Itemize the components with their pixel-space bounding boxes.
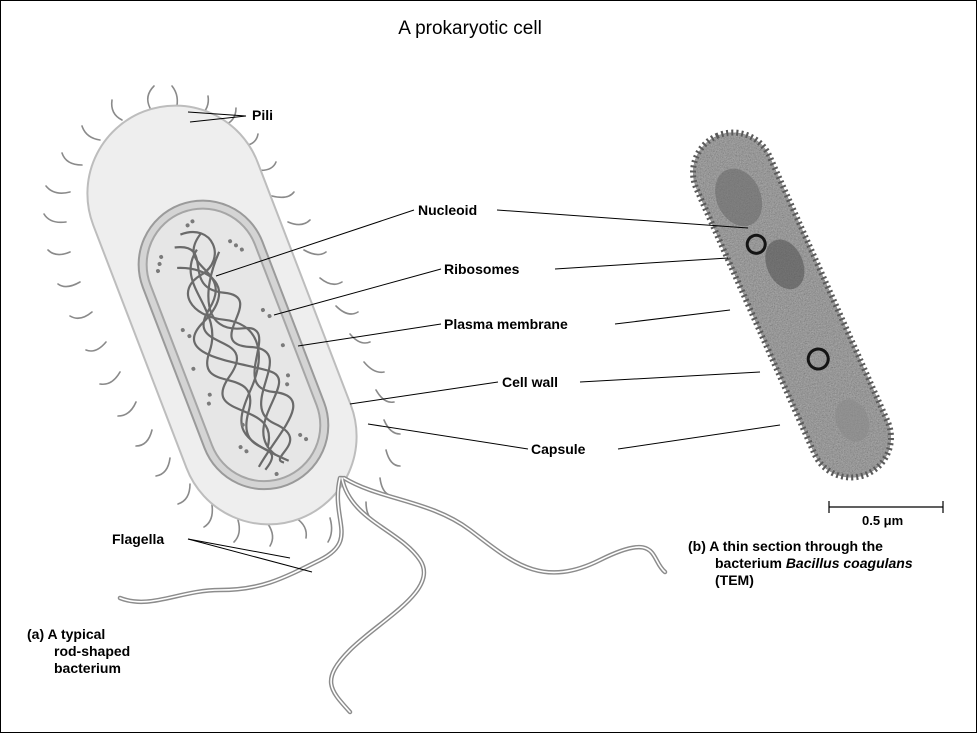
caption-a-line2: rod-shaped (27, 643, 130, 660)
label-capsule: Capsule (531, 441, 585, 457)
scale-bar (829, 501, 943, 513)
label-nucleoid: Nucleoid (418, 202, 477, 218)
scale-bar-label: 0.5 μm (862, 513, 903, 528)
label-cell-wall: Cell wall (502, 374, 558, 390)
label-ribosomes: Ribosomes (444, 261, 519, 277)
caption-b-line2: bacterium Bacillus coagulans (688, 555, 913, 572)
caption-b-line2-prefix: bacterium (715, 555, 786, 571)
caption-a-line3: bacterium (27, 660, 130, 677)
caption-b-line1: (b) A thin section through the (688, 538, 883, 554)
label-flagella: Flagella (112, 531, 164, 547)
caption-a: (a) A typical rod-shaped bacterium (27, 626, 130, 677)
label-pili: Pili (252, 107, 273, 123)
label-plasma-membrane: Plasma membrane (444, 316, 568, 332)
caption-b: (b) A thin section through the bacterium… (688, 538, 913, 589)
flagella (120, 478, 665, 712)
bacterium-body (62, 80, 383, 550)
caption-a-line1: (a) A typical (27, 626, 105, 642)
caption-b-line3: (TEM) (688, 572, 913, 589)
caption-b-species: Bacillus coagulans (786, 555, 913, 571)
